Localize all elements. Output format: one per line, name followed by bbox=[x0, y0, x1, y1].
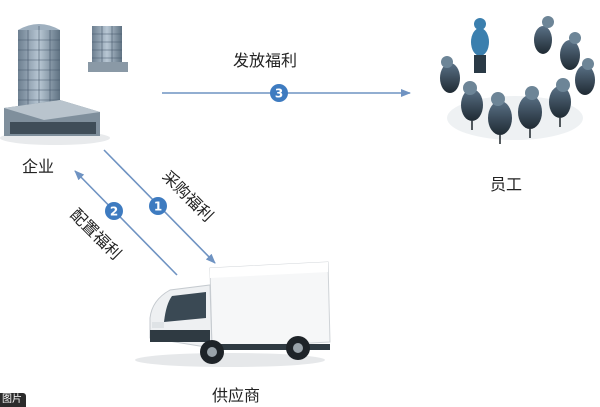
flow-badge-3 bbox=[270, 84, 288, 102]
flow-label-1: 采购福利 bbox=[159, 167, 218, 226]
flow-badge-1 bbox=[149, 197, 167, 215]
employees-label: 员工 bbox=[490, 175, 523, 194]
flow-badge-2 bbox=[105, 202, 123, 220]
supplier-label: 供应商 bbox=[212, 386, 261, 405]
flow-arrow-2 bbox=[74, 170, 178, 276]
flow-badge-number-2: 2 bbox=[110, 205, 118, 219]
flow-label-3: 发放福利 bbox=[233, 51, 297, 70]
flow-badge-number-1: 1 bbox=[154, 200, 162, 214]
employees-meeting-icon bbox=[440, 16, 595, 144]
supplier-truck-icon bbox=[135, 261, 331, 367]
enterprise-building-icon bbox=[0, 24, 128, 145]
corner-image-tab[interactable]: 图片 bbox=[0, 393, 26, 407]
enterprise-label: 企业 bbox=[22, 157, 55, 176]
flow-badge-number-3: 3 bbox=[275, 87, 283, 101]
